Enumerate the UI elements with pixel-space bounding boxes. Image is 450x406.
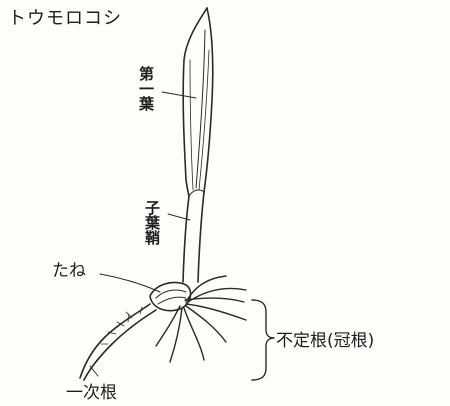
first-leaf-label: 第一葉 — [137, 65, 155, 112]
seed-label: たね — [52, 261, 86, 281]
adventitious-roots-label: 不定根(冠根) — [276, 331, 374, 351]
title: トウモロコシ — [8, 8, 122, 29]
first-leaf-blade — [183, 8, 213, 196]
coleoptile-label: 子葉鞘 — [143, 200, 161, 246]
adventitious-roots — [156, 276, 246, 362]
adventitious-roots-brace — [252, 300, 274, 380]
primary-root-leader — [90, 366, 98, 376]
first-leaf-leader — [162, 92, 196, 98]
primary-root-label: 一次根 — [66, 383, 117, 403]
seed-leader — [100, 274, 160, 292]
primary-root — [80, 304, 156, 380]
coleoptile-sheath — [183, 190, 204, 282]
seed — [150, 283, 191, 311]
